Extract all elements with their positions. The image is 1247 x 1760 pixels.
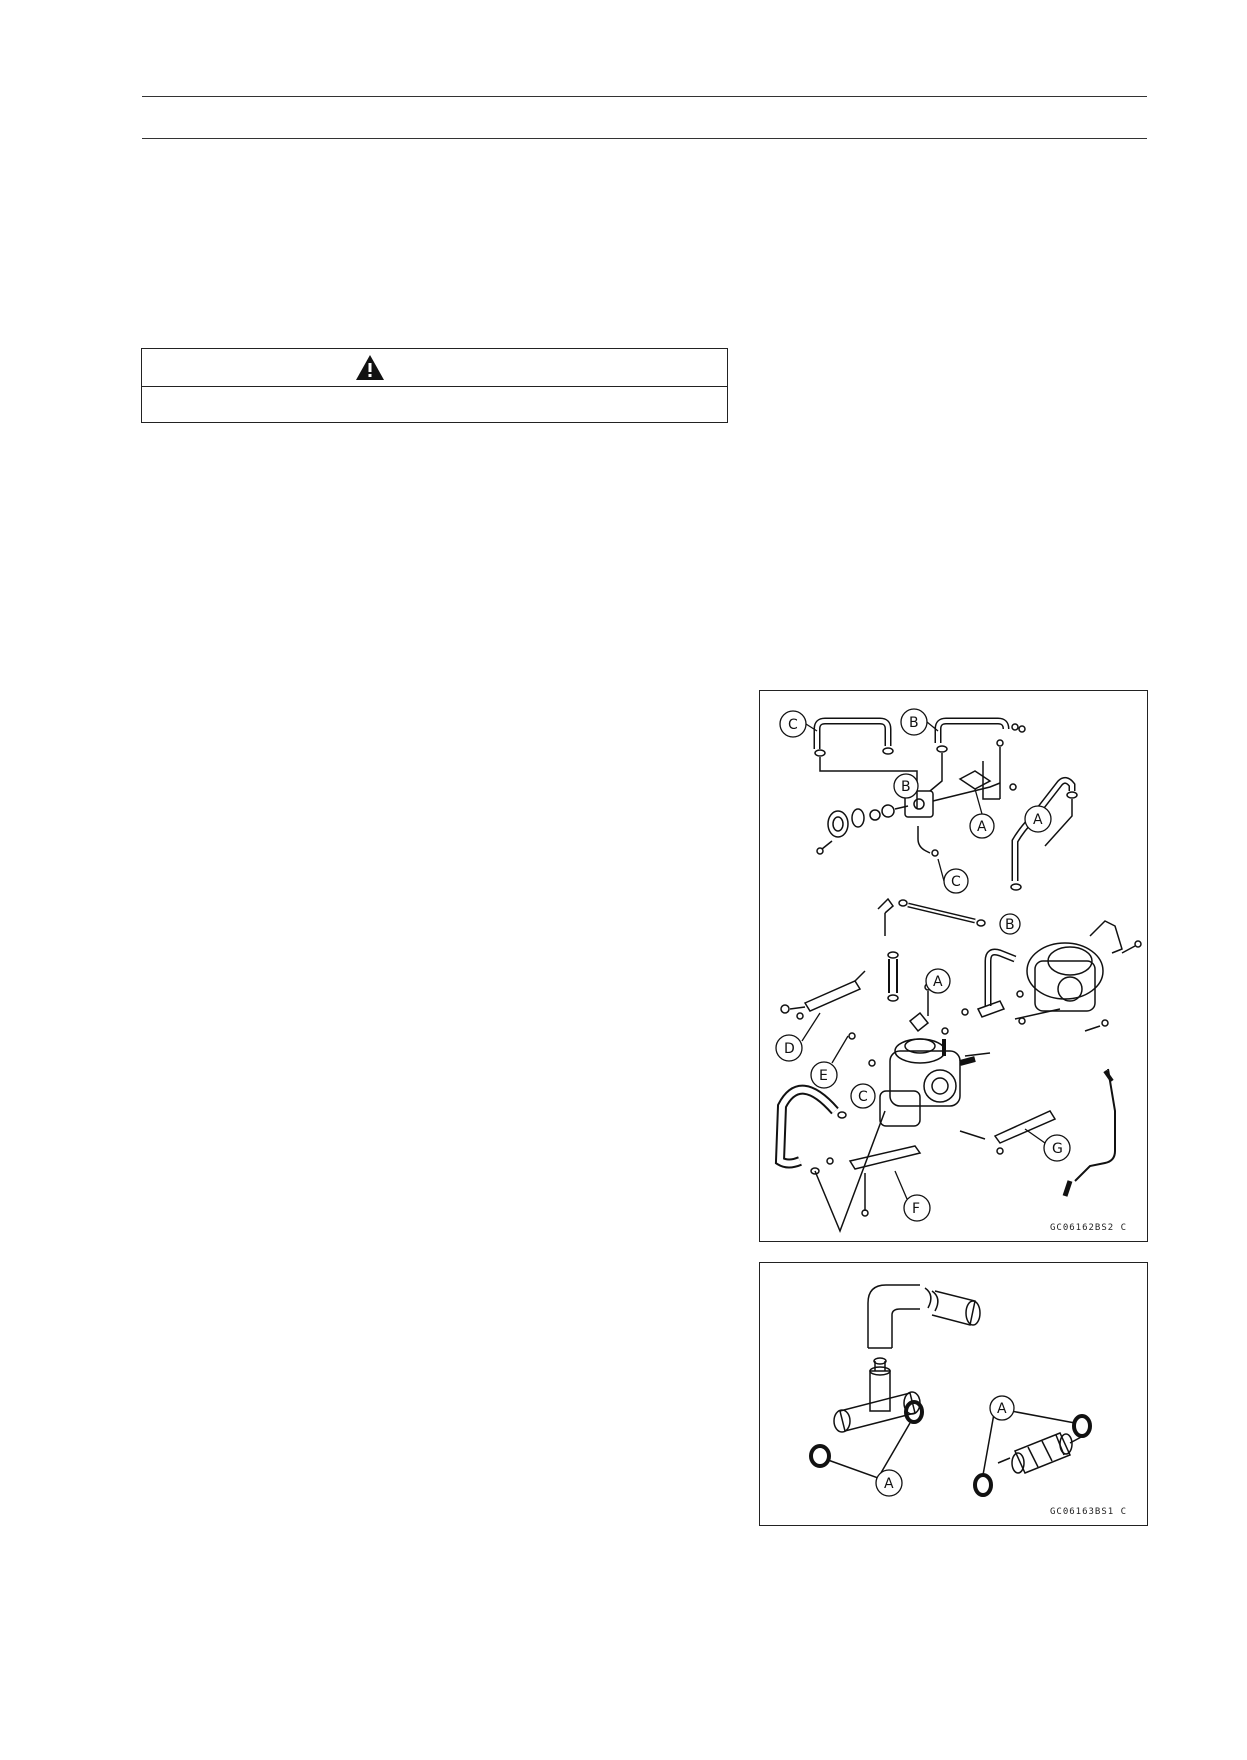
callout-e: E (819, 1068, 828, 1084)
fitting-orings-figure: A A GC06163BS1 C (759, 1262, 1148, 1526)
callout-f: F (912, 1201, 920, 1217)
figure-1-code: GC06162BS2 C (1050, 1223, 1128, 1233)
carburetor-exploded-figure: C B B A A C B A D E C G F GC06162BS2 C (759, 690, 1148, 1242)
callout-a-right: A (997, 1401, 1007, 1417)
warning-divider (142, 386, 727, 387)
callout-a-right: A (1033, 812, 1043, 828)
callout-d: D (784, 1041, 795, 1057)
callout-c-mid: C (951, 874, 961, 890)
callout-a-center: A (933, 974, 943, 990)
callout-a-upper: A (977, 819, 987, 835)
callout-a-left: A (884, 1476, 894, 1492)
warning-triangle-icon (356, 355, 384, 380)
callout-b-top: B (909, 715, 919, 731)
carburetor-exploded-diagram: C B B A A C B A D E C G F (774, 708, 1142, 1234)
callout-b-mid: B (901, 779, 911, 795)
callout-g: G (1052, 1141, 1063, 1157)
warning-box (141, 348, 728, 423)
header-rule-top (142, 96, 1147, 97)
callout-c-lower: C (858, 1089, 868, 1105)
figure-2-code: GC06163BS1 C (1050, 1507, 1128, 1517)
fitting-orings-diagram: A A (809, 1284, 1092, 1497)
callout-c-top: C (788, 717, 798, 733)
header-rule-bottom (142, 138, 1147, 139)
callout-b-right: B (1005, 917, 1015, 933)
